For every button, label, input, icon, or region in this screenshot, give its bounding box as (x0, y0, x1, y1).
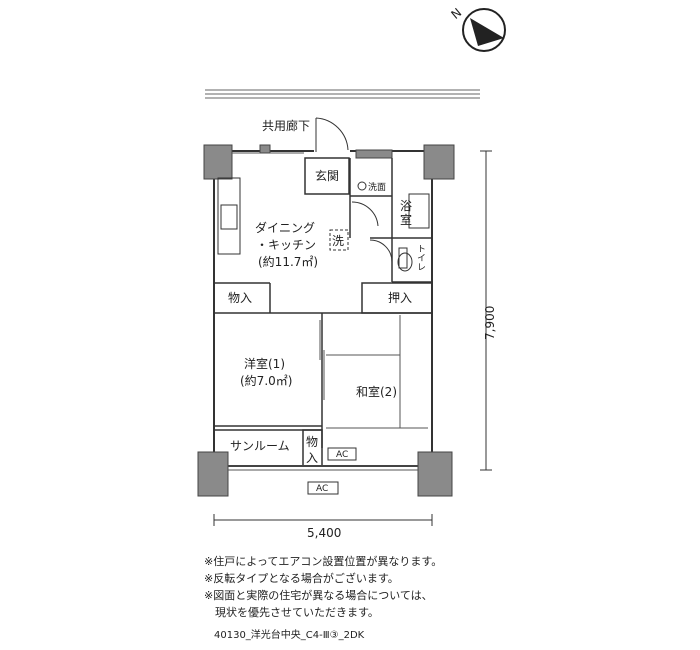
depth-dimension-label: 7,900 (483, 306, 497, 340)
plan-caption: 40130_洋光台中央_C4-Ⅲ③_2DK (214, 630, 365, 641)
japanese-room-label: 和室(2) (356, 384, 397, 399)
width-dimension (213, 514, 433, 526)
dk-area-label: (約11.7㎡) (258, 254, 318, 269)
depth-dimension (480, 150, 492, 471)
washroom-label: 洗面 (368, 181, 386, 193)
washroom-door-icon (351, 201, 379, 227)
dk-label-line1: ダイニング (255, 220, 315, 235)
ac-inner-label: AC (336, 450, 348, 460)
wash-basin-icon (357, 181, 367, 191)
storage1-label: 物入 (228, 291, 252, 305)
bathtub-icon (408, 193, 430, 229)
storage2-label-line1: 物 (306, 435, 318, 449)
entrance-door-icon (315, 117, 349, 152)
note-line: ※住戸によってエアコン設置位置が異なります。 (204, 555, 443, 568)
interior-walls (214, 157, 433, 467)
ac-unit-outer (307, 481, 339, 495)
notes: ※住戸によってエアコン設置位置が異なります。 ※反転タイプとなる場合がございます… (204, 553, 442, 621)
ac-outer-label: AC (316, 484, 328, 494)
toilet-door-icon (369, 239, 393, 263)
balcony-window (228, 465, 418, 471)
corridor-label: 共用廊下 (262, 118, 310, 133)
dk-label-line2: ・キッチン (256, 238, 316, 252)
structural-columns (197, 144, 455, 497)
entrance-label: 玄関 (315, 168, 339, 183)
toilet-label: トイレ (415, 244, 426, 271)
compass-icon: N (448, 5, 506, 52)
note-line: ※反転タイプとなる場合がございます。 (204, 572, 399, 585)
storage2-label-line2: 入 (306, 451, 318, 465)
sliding-doors (319, 320, 325, 400)
corridor-railing (205, 89, 480, 99)
bath-label-line1: 浴 (400, 199, 412, 213)
bath-label-line2: 室 (400, 212, 412, 227)
western-area-label: (約7.0㎡) (240, 373, 292, 388)
tatami-lines (326, 315, 428, 429)
washer-label: 洗 (332, 234, 344, 248)
oshiire-label: 押入 (388, 291, 412, 305)
toilet-icon (397, 247, 413, 272)
sunroom-label: サンルーム (230, 439, 290, 453)
ac-unit-inner (327, 447, 357, 461)
kitchen-counter (217, 177, 241, 255)
note-line: 現状を優先させていただきます。 (204, 606, 379, 619)
width-dimension-label: 5,400 (307, 526, 341, 540)
western-room-label: 洋室(1) (244, 356, 285, 371)
floor-plan: N 共用廊下 (197, 5, 506, 540)
washer-space (329, 229, 349, 251)
compass-north-label: N (448, 5, 464, 21)
note-line: ※図面と実際の住宅が異なる場合については、 (204, 589, 433, 602)
